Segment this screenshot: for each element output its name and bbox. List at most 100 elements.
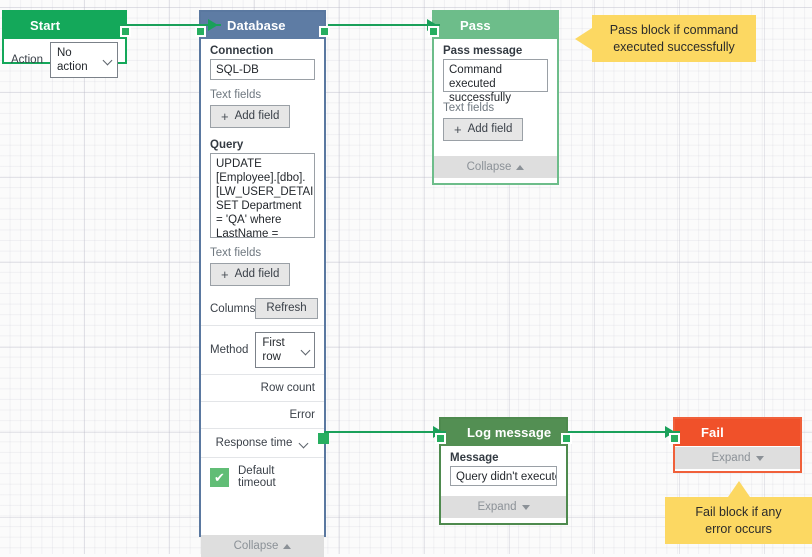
caret-down-icon [755, 455, 764, 461]
callout-pass-note-line2: executed successfully [613, 39, 735, 54]
callout-fail-note: Fail block if any error occurs [665, 481, 812, 544]
database-add-field-label-1: Add field [234, 110, 280, 122]
port-database-in[interactable] [195, 26, 206, 37]
node-database-body: Connection SQL-DB Text fields + Add fiel… [201, 39, 324, 535]
divider [201, 374, 324, 375]
default-timeout-checkbox[interactable]: ✔ [210, 467, 229, 487]
database-method-row: Method First row [201, 326, 324, 374]
node-start-body: Action No action [4, 39, 125, 78]
node-log-message-header: Log message [441, 419, 566, 446]
node-start[interactable]: Start Action No action [2, 10, 131, 78]
pass-collapse-label: Collapse [466, 161, 512, 173]
database-collapse-button[interactable]: Collapse [201, 535, 324, 557]
callout-arrow-left-icon [575, 27, 592, 50]
node-log-message-body: Message Query didn't execute [441, 446, 566, 496]
database-text-fields-label-1: Text fields [210, 89, 262, 101]
database-response-time-label: Response time [215, 437, 293, 449]
database-collapse-label: Collapse [233, 540, 279, 552]
log-message-input[interactable]: Query didn't execute [450, 466, 557, 486]
pass-add-field-label: Add field [467, 123, 513, 135]
chevron-down-icon [104, 56, 111, 65]
pass-message-input[interactable]: Command executed successfully [443, 59, 548, 104]
database-error-row: Error [201, 402, 324, 428]
caret-down-icon [521, 504, 530, 510]
callout-fail-note-line1: Fail block if any [695, 504, 782, 519]
database-method-select[interactable]: First row [255, 332, 315, 368]
node-start-header: Start [4, 12, 125, 39]
database-connection-input[interactable]: SQL-DB [210, 59, 315, 80]
fail-expand-button[interactable]: Expand [675, 447, 800, 469]
port-fail-in[interactable] [669, 433, 680, 444]
edge-database-error-to-log [324, 431, 446, 433]
log-message-expand-label: Expand [477, 501, 517, 513]
port-database-out-error[interactable] [318, 433, 329, 444]
caret-up-icon [516, 164, 525, 170]
callout-pass-note-line1: Pass block if command [609, 22, 739, 37]
port-start-out[interactable] [120, 26, 131, 37]
database-add-field-button-1[interactable]: + Add field [210, 105, 291, 128]
database-query-input[interactable]: UPDATE [Employee].[dbo].[LW_USER_DETAILS… [210, 153, 315, 238]
node-start-title: Start [30, 18, 61, 33]
edge-arrow-log-to-fail [665, 426, 675, 438]
edge-arrow-database-error-to-log [433, 426, 443, 438]
port-log-message-out[interactable] [561, 433, 572, 444]
divider [201, 457, 324, 458]
callout-fail-note-line2: error occurs [705, 521, 772, 536]
database-connection-label: Connection [210, 45, 274, 57]
pass-text-fields-label: Text fields [443, 102, 495, 114]
plus-icon: + [221, 109, 229, 124]
edge-arrow-start-to-database [208, 19, 218, 31]
check-icon: ✔ [214, 469, 225, 485]
edge-database-to-pass [328, 24, 440, 26]
chevron-down-icon [300, 439, 309, 448]
pass-add-field-button[interactable]: + Add field [443, 118, 524, 141]
database-columns-label: Columns [210, 302, 256, 315]
node-fail-title: Fail [701, 425, 724, 440]
callout-arrow-up-icon [727, 481, 750, 497]
node-fail[interactable]: Fail Expand [669, 417, 802, 473]
node-log-message[interactable]: Log message Message Query didn't execute… [435, 417, 572, 525]
database-row-count-label: Row count [260, 382, 315, 394]
database-query-label: Query [210, 139, 244, 151]
database-error-label: Error [289, 409, 315, 421]
callout-pass-note: Pass block if command executed successfu… [575, 15, 756, 62]
node-pass-title: Pass [460, 18, 491, 33]
fail-expand-label: Expand [711, 452, 751, 464]
database-text-fields-label-2: Text fields [210, 247, 262, 259]
node-pass[interactable]: Pass Pass message Command executed succe… [428, 10, 559, 185]
edge-log-to-fail [568, 431, 680, 433]
divider [201, 428, 324, 429]
port-pass-in[interactable] [428, 26, 439, 37]
plus-icon: + [221, 267, 229, 282]
node-fail-header: Fail [675, 419, 800, 446]
pass-message-label: Pass message [443, 45, 523, 57]
port-log-message-in[interactable] [435, 433, 446, 444]
node-database-header: Database [201, 12, 324, 39]
start-action-label: Action [11, 54, 43, 66]
node-database[interactable]: Database Connection SQL-DB Text fields +… [195, 10, 330, 557]
database-refresh-button[interactable]: Refresh [255, 298, 318, 319]
database-method-value: First row [262, 337, 285, 363]
node-log-message-title: Log message [467, 425, 552, 440]
divider [201, 325, 324, 326]
start-action-row: Action No action [4, 39, 125, 81]
caret-up-icon [283, 543, 292, 549]
database-add-field-button-2[interactable]: + Add field [210, 263, 291, 286]
database-add-field-label-2: Add field [234, 268, 280, 280]
database-columns-row: Columns Refresh [201, 289, 324, 325]
node-pass-header: Pass [434, 12, 557, 39]
database-default-timeout-row[interactable]: ✔ Default timeout [201, 458, 324, 496]
log-message-label: Message [450, 452, 499, 464]
divider [201, 401, 324, 402]
plus-icon: + [454, 122, 462, 137]
database-default-timeout-label: Default timeout [238, 465, 276, 489]
pass-collapse-button[interactable]: Collapse [434, 156, 557, 178]
log-message-expand-button[interactable]: Expand [441, 496, 566, 518]
port-database-out-success[interactable] [319, 26, 330, 37]
start-action-select[interactable]: No action [49, 42, 118, 78]
database-method-label: Method [210, 344, 249, 356]
chevron-down-icon [302, 346, 308, 355]
database-row-count-row: Row count [201, 375, 324, 401]
database-response-time-row[interactable]: Response time [201, 429, 324, 457]
